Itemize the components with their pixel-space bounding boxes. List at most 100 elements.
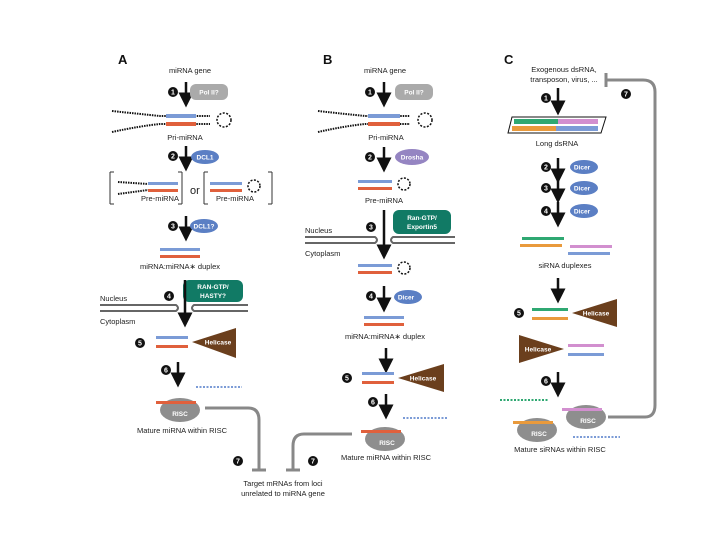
a-dcl1-label: DCL1 bbox=[197, 155, 214, 162]
c-long-label: Long dsRNA bbox=[536, 139, 579, 148]
a-pri-label: Pri-miRNA bbox=[167, 133, 202, 142]
c-step-6-num: 6 bbox=[544, 379, 548, 386]
b-pri-label: Pri-miRNA bbox=[368, 133, 403, 142]
b-step-1-num: 1 bbox=[368, 90, 372, 97]
c-step-7-badge bbox=[621, 89, 631, 99]
c-inhibition-loop bbox=[606, 78, 657, 419]
a-inhibition-line bbox=[205, 406, 261, 470]
b-nuclear-membrane bbox=[305, 236, 455, 244]
c-step-7-num: 7 bbox=[624, 92, 628, 99]
b-mature-label: Mature miRNA within RISC bbox=[341, 453, 432, 462]
b-exporter-badge bbox=[393, 210, 451, 234]
a-pre-mirna-left bbox=[109, 171, 183, 205]
c-step-5-badge bbox=[514, 308, 524, 318]
a-step-3-num: 3 bbox=[171, 224, 175, 231]
b-step-2-badge bbox=[365, 152, 375, 162]
b-pre-label: Pre-miRNA bbox=[365, 196, 403, 205]
b-step-3-num: 3 bbox=[369, 225, 373, 232]
b-step-2-num: 2 bbox=[368, 155, 372, 162]
a-risc-label: RISC bbox=[172, 411, 188, 418]
c-risc2-strand bbox=[562, 408, 602, 411]
a-nucleus-label: Nucleus bbox=[100, 294, 127, 303]
b-drosha-label: Drosha bbox=[401, 155, 424, 162]
c-dicer-label-1: Dicer bbox=[574, 165, 591, 172]
a-duplex-top-strand bbox=[160, 248, 200, 251]
a-pre-right-label: Pre-miRNA bbox=[216, 194, 254, 203]
a-source-label: miRNA gene bbox=[169, 66, 211, 75]
b-risc-label: RISC bbox=[379, 440, 395, 447]
b-duplex-label: miRNA:miRNA∗ duplex bbox=[345, 332, 425, 341]
b-source-label: miRNA gene bbox=[364, 66, 406, 75]
b-step-4-badge bbox=[366, 291, 376, 301]
a-duplex-label: miRNA:miRNA∗ duplex bbox=[140, 262, 220, 271]
a-step-1-num: 1 bbox=[171, 90, 175, 97]
a-dcl1-badge bbox=[191, 150, 219, 164]
panel-a: A miRNA gene 1 Pol II? Pri-miRNA 2 DCL1 bbox=[100, 52, 273, 472]
a-risc-mirna-strand bbox=[156, 401, 196, 404]
c-step-3-badge bbox=[541, 183, 551, 193]
b-step-6-badge bbox=[368, 397, 378, 407]
b-step-7-num: 7 bbox=[311, 459, 315, 466]
b-duplex-top-strand bbox=[364, 316, 404, 319]
c-step-4-badge bbox=[541, 206, 551, 216]
c-step-1-num: 1 bbox=[544, 96, 548, 103]
b-step-6-num: 6 bbox=[371, 400, 375, 407]
target-label-line2: unrelated to miRNA gene bbox=[241, 489, 325, 498]
c-dicer-steps: 2 Dicer 3 Dicer 4 Dicer bbox=[541, 158, 598, 228]
a-dcl1q-badge bbox=[190, 219, 218, 233]
b-exporter-line1: Ran-GTP/ bbox=[407, 215, 437, 222]
b-nucleus-label: Nucleus bbox=[305, 226, 332, 235]
c-helicase2-shape bbox=[519, 335, 564, 363]
a-exporter-line2: HASTY? bbox=[200, 293, 226, 300]
c-mature-label: Mature siRNAs within RISC bbox=[514, 445, 606, 454]
c-helicase2-label: Helicase bbox=[525, 347, 552, 354]
b-helicase-top-strand bbox=[362, 372, 394, 375]
b-inhibition-line bbox=[291, 432, 352, 470]
b-dicer-badge bbox=[394, 290, 422, 304]
b-step-4-num: 4 bbox=[369, 294, 373, 301]
c-dicer-label-3: Dicer bbox=[574, 209, 591, 216]
c-risc1-strand bbox=[513, 421, 553, 424]
c-helicase1-bottom-strand bbox=[532, 317, 568, 320]
b-helicase-bottom-strand bbox=[362, 381, 394, 384]
a-step-3-badge bbox=[168, 221, 178, 231]
a-step-7-num: 7 bbox=[236, 459, 240, 466]
c-sirna-duplexes bbox=[520, 237, 612, 255]
panel-c-label: C bbox=[504, 52, 514, 67]
panel-a-label: A bbox=[118, 52, 128, 67]
c-source-line1: Exogenous dsRNA, bbox=[531, 65, 596, 74]
a-dcl1q-label: DCL1? bbox=[194, 224, 215, 231]
panel-b-label: B bbox=[323, 52, 332, 67]
a-pol-label: Pol II? bbox=[199, 90, 219, 97]
c-helicase2-bottom-strand bbox=[568, 353, 604, 356]
b-helicase-shape bbox=[398, 364, 444, 392]
b-step-7-badge bbox=[308, 456, 318, 466]
c-step-6-badge bbox=[541, 376, 551, 386]
a-helicase-bottom-strand bbox=[156, 345, 188, 348]
a-step-4-num: 4 bbox=[167, 294, 171, 301]
c-sirna-label: siRNA duplexes bbox=[539, 261, 592, 270]
b-exporter-line2: Exportin5 bbox=[407, 224, 437, 231]
target-label-line1: Target mRNAs from loci bbox=[243, 479, 323, 488]
a-exporter-badge bbox=[183, 280, 243, 302]
c-dicer-label-2: Dicer bbox=[574, 186, 591, 193]
c-risc1-label: RISC bbox=[531, 431, 547, 438]
c-step-5-num: 5 bbox=[517, 311, 521, 318]
a-pri-mirna-structure bbox=[111, 110, 232, 133]
c-risc2-label: RISC bbox=[580, 418, 596, 425]
b-pre-mirna-structure bbox=[358, 177, 411, 191]
a-step-4-badge bbox=[164, 291, 174, 301]
a-step-1-badge bbox=[168, 87, 178, 97]
a-step-5-num: 5 bbox=[138, 341, 142, 348]
a-or-label: or bbox=[190, 185, 200, 197]
a-pre-mirna-right bbox=[203, 171, 273, 205]
a-helicase-label: Helicase bbox=[205, 340, 232, 347]
b-helicase-label: Helicase bbox=[410, 376, 437, 383]
b-step-5-badge bbox=[342, 373, 352, 383]
a-duplex-bottom-strand bbox=[160, 255, 200, 258]
b-dicer-label: Dicer bbox=[398, 295, 415, 302]
b-step-1-badge bbox=[365, 87, 375, 97]
b-pol-badge bbox=[395, 84, 433, 100]
c-dicer-badge-1 bbox=[570, 160, 598, 174]
